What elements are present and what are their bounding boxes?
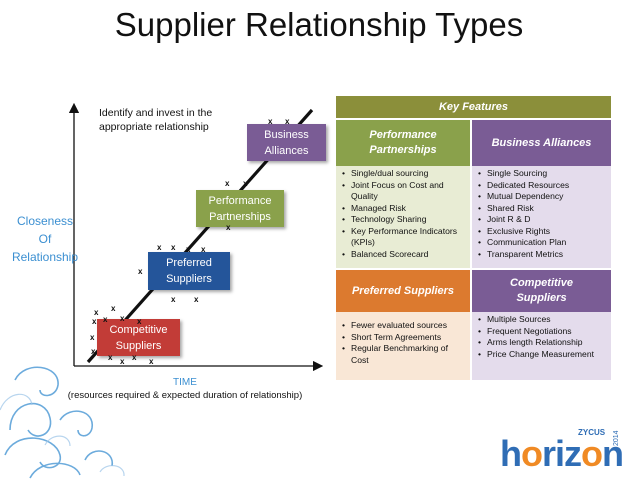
supplier-marker: x <box>94 308 99 317</box>
supplier-marker: x <box>103 315 108 324</box>
relationship-note: Identify and invest in the appropriate r… <box>99 107 213 133</box>
feature-item: Regular Benchmarking of Cost <box>340 343 466 366</box>
preferred-features-list: Fewer evaluated sourcesShort Term Agreem… <box>340 320 466 366</box>
supplier-marker: x <box>226 223 231 232</box>
performance-features-list: Single/dual sourcingJoint Focus on Cost … <box>340 168 466 260</box>
feature-item: Shared Risk <box>476 203 607 215</box>
supplier-marker: x <box>92 317 97 326</box>
supplier-marker: x <box>137 317 142 326</box>
business-features-list: Single SourcingDedicated ResourcesMutual… <box>476 168 607 260</box>
supplier-marker: x <box>91 347 96 356</box>
supplier-marker: x <box>149 357 154 366</box>
supplier-marker: x <box>157 243 162 252</box>
feature-item: Technology Sharing <box>340 214 466 226</box>
supplier-marker: x <box>268 117 273 126</box>
feature-item: Single/dual sourcing <box>340 168 466 180</box>
supplier-marker: x <box>120 357 125 366</box>
feature-item: Short Term Agreements <box>340 332 466 344</box>
horizon-logo: ZYCUS horizon 2014 <box>500 428 624 474</box>
key-features-header: Key Features <box>336 96 611 118</box>
feature-item: Fewer evaluated sources <box>340 320 466 332</box>
feature-item: Dedicated Resources <box>476 180 607 192</box>
feature-item: Transparent Metrics <box>476 249 607 261</box>
supplier-marker: x <box>171 243 176 252</box>
feature-item: Single Sourcing <box>476 168 607 180</box>
supplier-marker: x <box>138 267 143 276</box>
feature-item: Multiple Sources <box>476 314 607 326</box>
supplier-marker: x <box>194 295 199 304</box>
feature-item: Mutual Dependency <box>476 191 607 203</box>
feature-item: Managed Risk <box>340 203 466 215</box>
feature-item: Joint R & D <box>476 214 607 226</box>
x-axis-sublabel: (resources required & expected duration … <box>67 390 303 401</box>
supplier-marker: x <box>243 179 248 188</box>
supplier-marker: x <box>186 245 191 254</box>
feature-item: Key Performance Indicators (KPIs) <box>340 226 466 249</box>
supplier-marker: x <box>285 117 290 126</box>
supplier-marker: x <box>225 179 230 188</box>
performance-features-cell: Single/dual sourcingJoint Focus on Cost … <box>336 166 470 268</box>
feature-item: Exclusive Rights <box>476 226 607 238</box>
business-features-cell: Single SourcingDedicated ResourcesMutual… <box>472 166 611 268</box>
supplier-marker: x <box>111 304 116 313</box>
supplier-marker: x <box>120 314 125 323</box>
supplier-marker: x <box>201 245 206 254</box>
feature-item: Communication Plan <box>476 237 607 249</box>
competitive-features-cell: Multiple SourcesFrequent NegotiationsArm… <box>472 312 611 380</box>
supplier-marker: x <box>132 353 137 362</box>
logo-word: horizon <box>500 433 624 474</box>
supplier-marker: x <box>171 295 176 304</box>
preferred-suppliers-header: Preferred Suppliers <box>336 270 470 312</box>
x-axis-label: TIME <box>173 377 197 388</box>
page-title: Supplier Relationship Types <box>114 6 524 43</box>
supplier-marker: x <box>108 353 113 362</box>
feature-item: Frequent Negotiations <box>476 326 607 338</box>
feature-item: Balanced Scorecard <box>340 249 466 261</box>
feature-item: Arms length Relationship <box>476 337 607 349</box>
feature-item: Price Change Measurement <box>476 349 607 361</box>
y-axis-label: Closeness Of Relationship <box>11 214 79 264</box>
feature-item: Joint Focus on Cost and Quality <box>340 180 466 203</box>
competitive-features-list: Multiple SourcesFrequent NegotiationsArm… <box>476 314 607 360</box>
supplier-marker: x <box>90 333 95 342</box>
business-alliances-header: Business Alliances <box>472 120 611 166</box>
preferred-features-cell: Fewer evaluated sourcesShort Term Agreem… <box>336 312 470 380</box>
swirl-decoration <box>0 366 125 479</box>
